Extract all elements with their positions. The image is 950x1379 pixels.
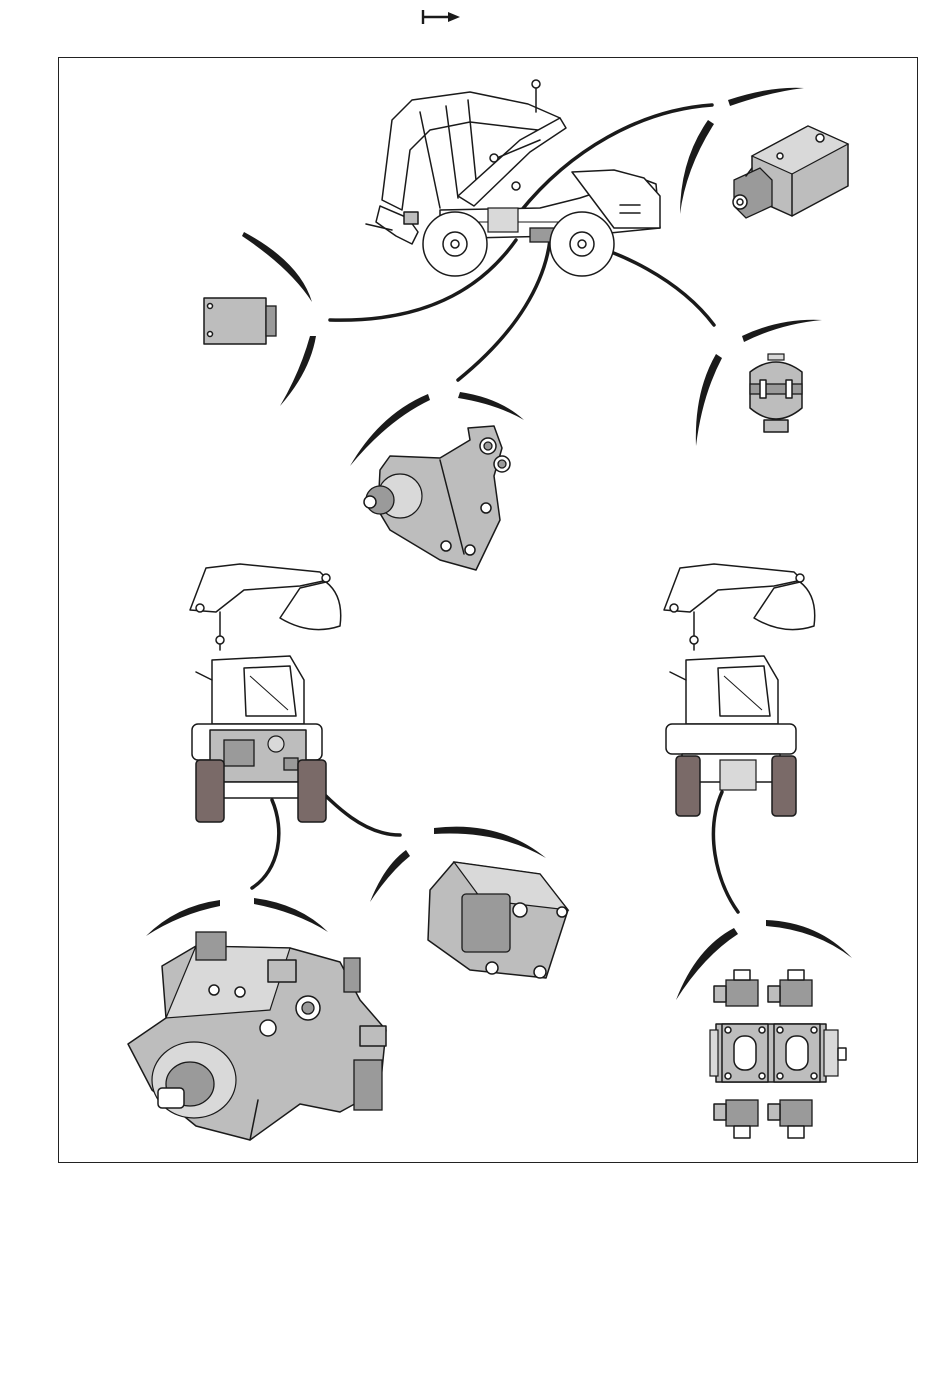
excavator-front-icon bbox=[664, 564, 815, 816]
valve-block-icon bbox=[733, 126, 848, 218]
piston-motor-icon bbox=[364, 426, 510, 570]
solenoid-valve-icon bbox=[710, 970, 846, 1138]
leader-solenoid-valves bbox=[713, 792, 738, 912]
excavator-front-icon bbox=[190, 564, 341, 822]
leader-variable-pump bbox=[252, 800, 279, 888]
gear-pump-icon bbox=[428, 862, 568, 978]
variable-pump-icon bbox=[128, 932, 386, 1140]
leader-module-box bbox=[330, 240, 516, 320]
accumulator-icon bbox=[750, 354, 802, 432]
module-box-icon bbox=[204, 298, 276, 344]
